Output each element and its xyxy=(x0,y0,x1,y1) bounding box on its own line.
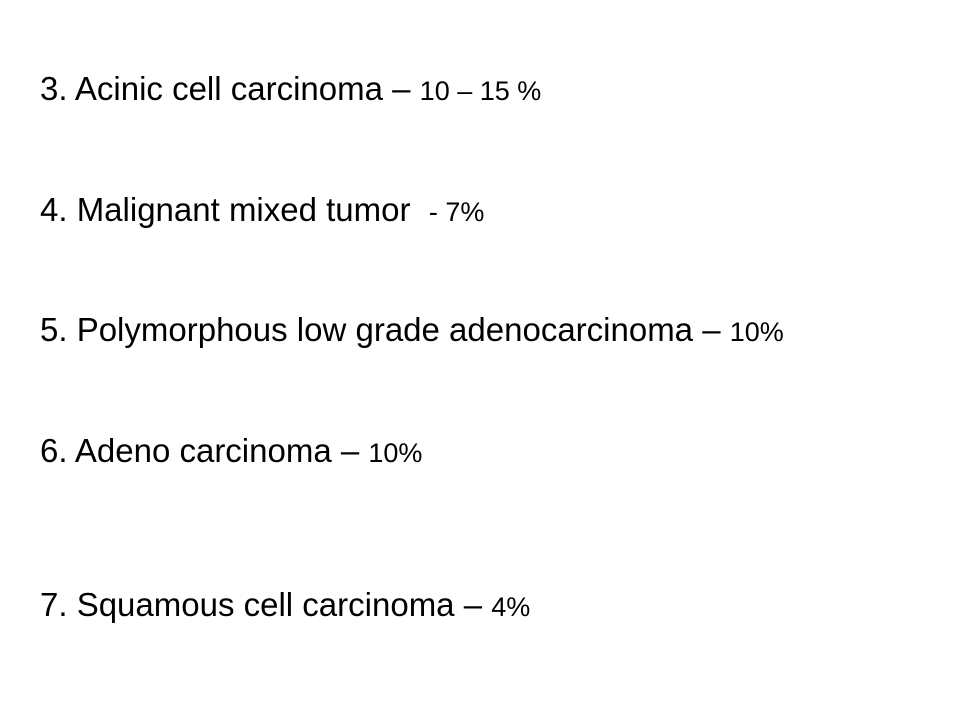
item-label: 7. Squamous cell carcinoma – xyxy=(40,586,492,623)
item-label: 4. Malignant mixed tumor xyxy=(40,191,429,228)
item-percentage: 10 – 15 % xyxy=(419,76,542,106)
item-percentage: - 7% xyxy=(428,197,485,227)
list-item-adeno-carcinoma: 6. Adeno carcinoma – 10% xyxy=(40,434,422,467)
item-percentage: 10% xyxy=(729,317,784,347)
item-percentage: 10% xyxy=(368,438,423,468)
list-item-malignant-mixed-tumor: 4. Malignant mixed tumor - 7% xyxy=(40,193,484,226)
item-label: 6. Adeno carcinoma – xyxy=(40,432,369,469)
item-percentage: 4% xyxy=(491,592,531,622)
list-item-polymorphous-low-grade-adenocarcinoma: 5. Polymorphous low grade adenocarcinoma… xyxy=(40,313,784,346)
list-item-squamous-cell-carcinoma: 7. Squamous cell carcinoma – 4% xyxy=(40,588,530,621)
item-label: 5. Polymorphous low grade adenocarcinoma… xyxy=(40,311,730,348)
list-item-acinic-cell-carcinoma: 3. Acinic cell carcinoma – 10 – 15 % xyxy=(40,72,541,105)
item-label: 3. Acinic cell carcinoma – xyxy=(40,70,420,107)
